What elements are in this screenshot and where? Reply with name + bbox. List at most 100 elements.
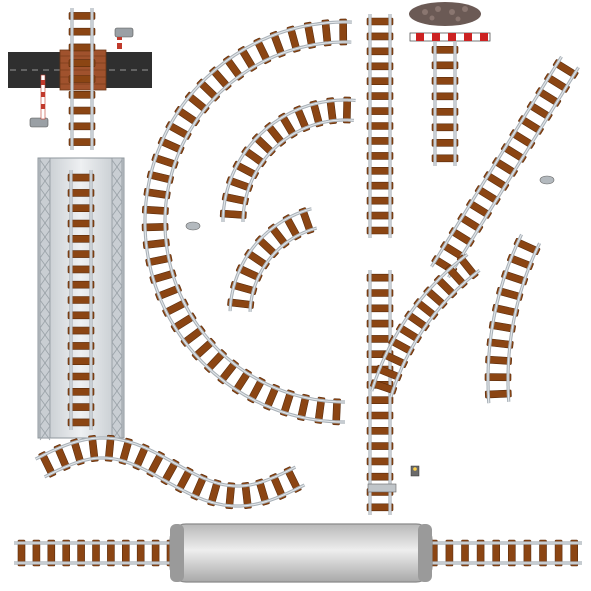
sleeper — [366, 62, 394, 71]
truss-bar — [39, 411, 51, 427]
sleeper — [501, 270, 529, 286]
sleeper — [366, 396, 394, 405]
rail-highlight — [431, 56, 562, 267]
sleeper — [180, 325, 206, 347]
sleeper — [297, 393, 310, 421]
sleeper — [431, 92, 459, 101]
sleeper — [448, 227, 475, 247]
sleeper — [68, 27, 96, 36]
sleeper — [461, 539, 469, 567]
sleeper — [388, 336, 415, 356]
sleeper — [431, 108, 459, 116]
sleeper — [268, 223, 290, 249]
sleeper — [332, 398, 341, 426]
sleeper — [217, 359, 239, 385]
sleeper — [366, 226, 394, 235]
sleeper — [226, 176, 254, 192]
sleeper — [535, 87, 562, 107]
sleeper — [185, 91, 210, 114]
sleeper — [303, 21, 316, 49]
sleeper — [67, 357, 95, 366]
rail — [143, 20, 352, 424]
rail-highlight — [487, 234, 523, 404]
sleeper — [431, 154, 459, 163]
sleeper — [241, 481, 252, 510]
rail-highlight — [44, 457, 305, 507]
sleeper — [366, 137, 394, 145]
sleeper — [68, 138, 96, 146]
tunnel-track-right — [426, 539, 582, 567]
sleeper — [132, 443, 150, 471]
sleeper — [107, 539, 115, 567]
sleeper — [466, 199, 492, 219]
sleeper — [381, 350, 408, 369]
sleeper — [232, 160, 259, 179]
sleeper — [255, 478, 270, 506]
sleeper — [38, 451, 57, 478]
sleeper — [253, 37, 272, 65]
sleeper — [366, 47, 394, 56]
sleeper — [282, 214, 302, 241]
sleeper — [247, 377, 266, 404]
sleeper — [142, 238, 170, 249]
sleeper — [252, 133, 276, 157]
truss-bar — [111, 215, 123, 231]
truss-bar — [39, 341, 51, 357]
sleeper — [283, 466, 302, 493]
diagonal-straight-track — [430, 55, 580, 279]
sleeper — [342, 96, 352, 124]
sleeper — [339, 18, 348, 46]
truss-bar — [39, 425, 51, 441]
sleeper — [476, 539, 485, 567]
sleeper — [413, 298, 439, 320]
sleeper — [366, 211, 394, 220]
sleeper — [309, 100, 324, 128]
truss-bar — [111, 369, 123, 385]
truss-bar — [111, 243, 123, 259]
sleeper — [67, 250, 95, 258]
sleeper — [155, 284, 182, 301]
rail-highlight — [448, 67, 579, 278]
sleeper — [570, 539, 579, 567]
sleeper — [244, 249, 270, 270]
buffer-stop-bar — [409, 32, 491, 42]
sleeper — [67, 204, 95, 212]
track-layer — [14, 8, 582, 567]
truss-bar — [111, 257, 123, 273]
rail-highlight — [242, 119, 354, 222]
truss-bar — [111, 327, 123, 343]
large-curve-track — [141, 18, 352, 426]
truss-bar — [111, 173, 123, 189]
sleeper — [431, 139, 459, 147]
sleeper — [68, 59, 96, 68]
sleeper — [366, 319, 394, 328]
truss-bar — [111, 201, 123, 217]
bridge-track — [67, 170, 95, 430]
sleeper — [286, 25, 301, 53]
sleeper — [404, 310, 430, 332]
sleeper — [162, 298, 189, 317]
sleeper — [526, 101, 553, 121]
sleeper — [207, 479, 222, 507]
sleeper — [209, 66, 232, 91]
sleeper — [375, 364, 403, 382]
sleeper — [67, 296, 95, 304]
sleeper — [68, 106, 96, 115]
sleeper — [366, 426, 394, 435]
sleeper — [518, 115, 544, 135]
sleeper — [225, 482, 236, 510]
sleeper — [67, 280, 95, 289]
sleeper — [513, 237, 541, 256]
sleeper — [141, 205, 169, 215]
truss-bar — [111, 187, 123, 203]
sleeper — [219, 209, 247, 219]
turnout-diverging-track — [370, 253, 481, 398]
truss-bar — [39, 173, 51, 189]
sleeper — [488, 321, 516, 333]
switch-lever-icon — [185, 175, 555, 493]
truss-bar — [39, 201, 51, 217]
truss-bar — [39, 159, 51, 175]
sleeper — [269, 473, 287, 500]
sleeper — [370, 379, 398, 395]
